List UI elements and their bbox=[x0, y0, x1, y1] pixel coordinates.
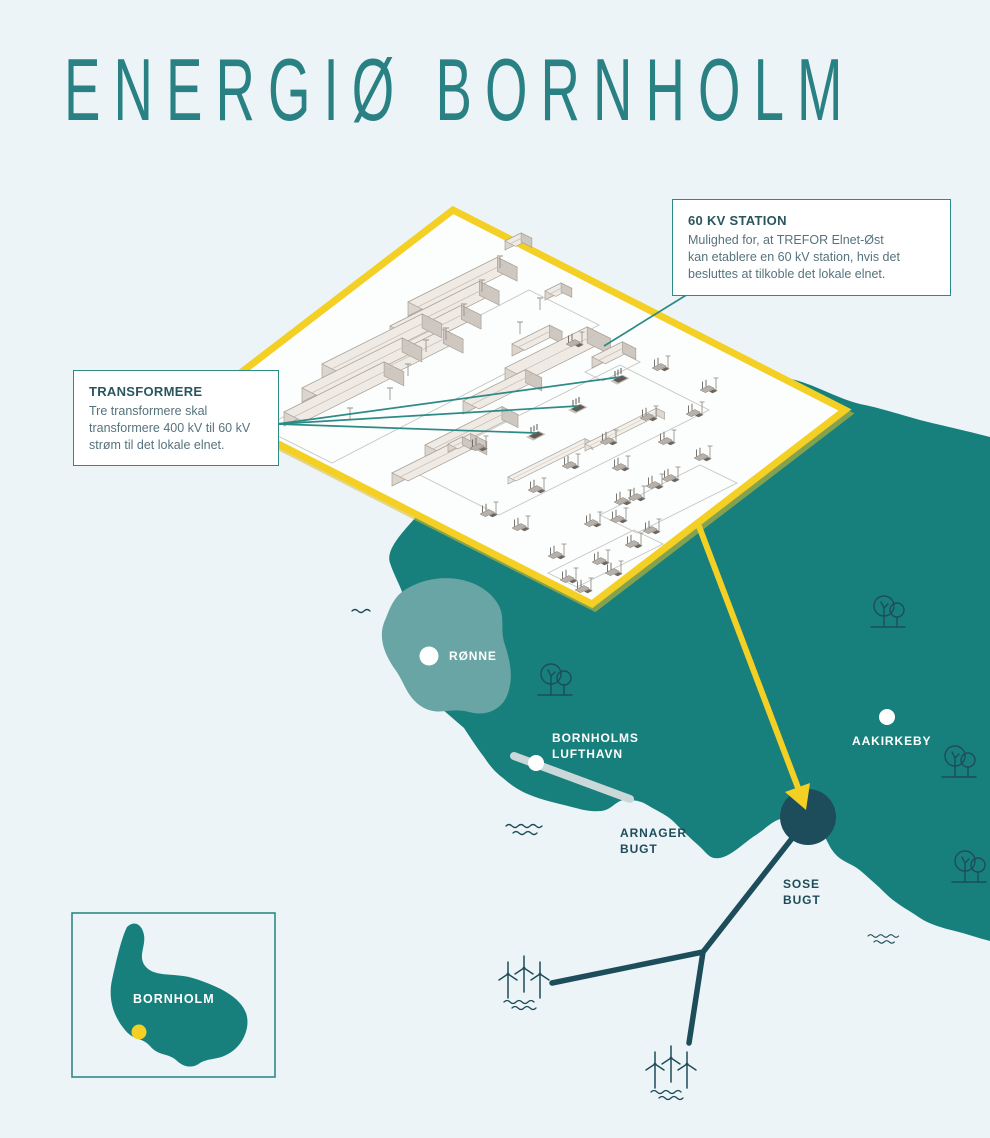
callout-body-line: besluttes at tilkoble det lokale elnet. bbox=[688, 267, 886, 281]
cable-landing-point bbox=[780, 789, 836, 845]
callout-body-line: strøm til det lokale elnet. bbox=[89, 438, 225, 452]
callout-title: TRANSFORMERE bbox=[89, 384, 203, 399]
ronne-urban-area bbox=[381, 578, 511, 714]
wind-farm-icon bbox=[498, 955, 550, 1011]
callout-body-line: transformere 400 kV til 60 kV bbox=[89, 421, 251, 435]
callout-body-line: Tre transformere skal bbox=[89, 404, 208, 418]
label-line: BUGT bbox=[783, 892, 821, 907]
yellow-plot-border bbox=[193, 205, 852, 609]
callout-60kv-station: 60 KV STATION Mulighed for, at TREFOR El… bbox=[672, 199, 951, 296]
transformer-leader-line bbox=[276, 423, 537, 434]
connection-arrow bbox=[694, 519, 810, 810]
callout-transformers: TRANSFORMERE Tre transformere skal trans… bbox=[73, 370, 279, 466]
waves-icon bbox=[867, 934, 900, 944]
label-ronne: RØNNE bbox=[449, 649, 497, 663]
label-line: SOSE bbox=[783, 877, 820, 891]
label-arnager-bugt: ARNAGER BUGT bbox=[620, 826, 687, 858]
callout-body-line: Mulighed for, at TREFOR Elnet-Øst bbox=[688, 233, 884, 247]
label-line: BORNHOLMS bbox=[552, 731, 639, 745]
label-bornholms-lufthavn: BORNHOLMS LUFTHAVN bbox=[552, 731, 639, 763]
site-location-dot bbox=[131, 1024, 147, 1040]
label-line: ARNAGER bbox=[620, 826, 687, 840]
waves-icon bbox=[505, 823, 543, 836]
callout-body-line: kan etablere en 60 kV station, hvis det bbox=[688, 250, 900, 264]
aakirkeby-city-dot bbox=[879, 709, 895, 725]
facility-illustration bbox=[193, 205, 855, 613]
ronne-city-dot bbox=[419, 646, 439, 666]
page-title: ENERGIØ BORNHOLM bbox=[64, 40, 856, 139]
inset-map bbox=[71, 912, 276, 1078]
airport-dot bbox=[528, 755, 544, 771]
callout-leader-lines bbox=[276, 293, 689, 434]
export-cable bbox=[549, 815, 811, 1046]
transformer-leader-line bbox=[276, 376, 621, 425]
transformer-unit bbox=[568, 397, 588, 414]
station-leader-line bbox=[603, 293, 689, 347]
label-aakirkeby: AAKIRKEBY bbox=[852, 734, 932, 748]
facility-buildings bbox=[283, 232, 719, 594]
label-bornholm-inset: BORNHOLM bbox=[133, 992, 215, 1006]
transformer-unit bbox=[610, 368, 630, 385]
label-sose-bugt: SOSE BUGT bbox=[783, 877, 821, 909]
waves-icon bbox=[351, 608, 371, 614]
wind-farm-icon bbox=[645, 1045, 697, 1101]
transformer-leader-line bbox=[276, 405, 579, 425]
label-line: BUGT bbox=[620, 841, 658, 856]
label-line: LUFTHAVN bbox=[552, 746, 623, 761]
callout-title: 60 KV STATION bbox=[688, 213, 787, 228]
